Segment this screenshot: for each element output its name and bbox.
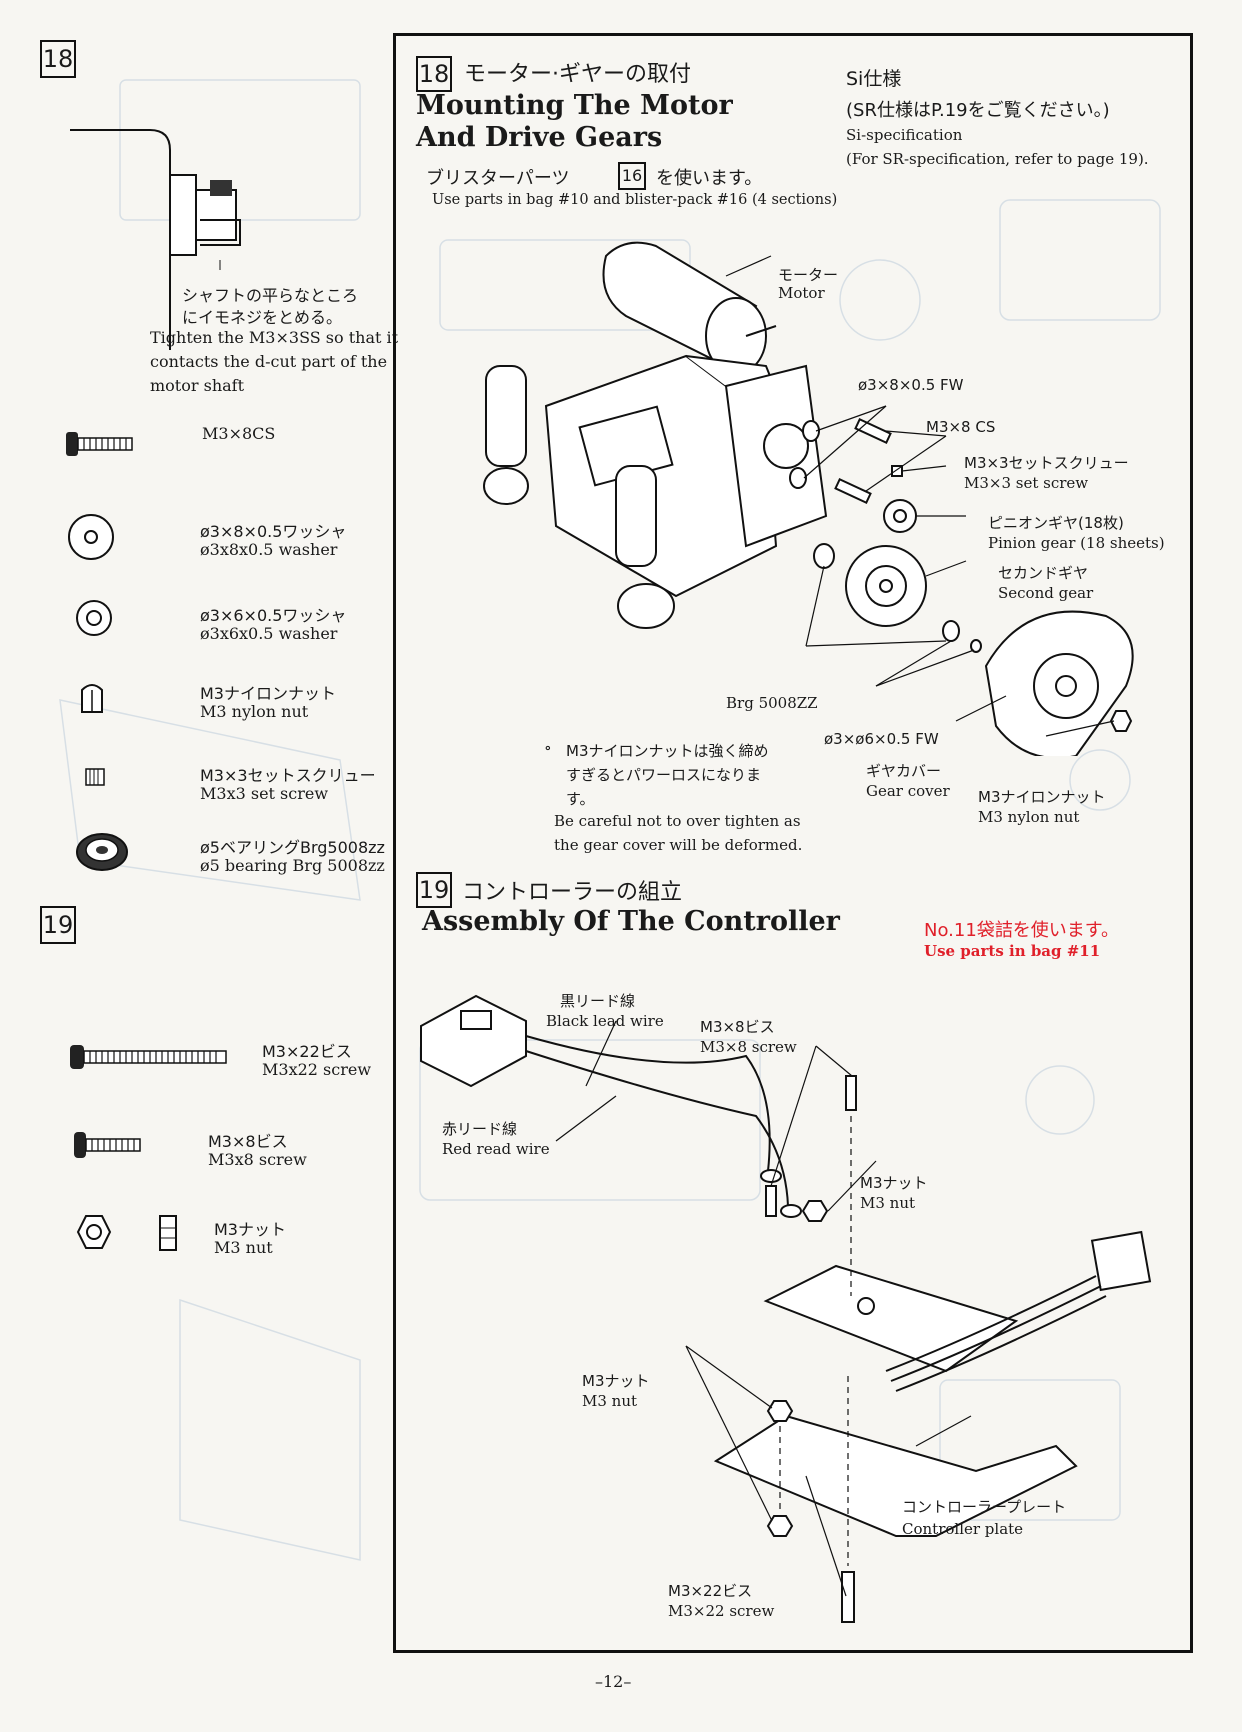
- page-number: –12–: [595, 1672, 632, 1691]
- part-label-nylon-nut-en: M3 nylon nut: [200, 702, 309, 721]
- label-plate-jp: コントローラープレート: [902, 1498, 1067, 1516]
- bag-11-jp: No.11袋詰を使います。: [924, 920, 1119, 941]
- instruction-panel: 18 モーター·ギヤーの取付 Mounting The Motor And Dr…: [393, 33, 1193, 1653]
- label-nut-1-jp: M3ナット: [860, 1174, 928, 1192]
- blister-number-box: 16: [618, 162, 646, 190]
- blister-jp-pre: ブリスターパーツ: [426, 168, 570, 189]
- step-18-title-jp: モーター·ギヤーの取付: [464, 62, 691, 87]
- label-second-gear-en: Second gear: [998, 584, 1094, 602]
- countersunk-screw-icon: [66, 432, 133, 456]
- part-label-screw22-en: M3x22 screw: [262, 1060, 372, 1079]
- label-fw-8: ø3×8×0.5 FW: [858, 376, 964, 394]
- label-setscrew-jp: M3×3セットスクリュー: [964, 454, 1129, 472]
- step-18-box: 18: [416, 56, 452, 92]
- shaft-note-en-1: Tighten the M3×3SS so that it: [150, 328, 399, 347]
- label-second-gear-jp: セカンドギヤ: [998, 564, 1089, 582]
- part-label-washer6-jp: ø3×6×0.5ワッシャ: [200, 606, 347, 625]
- part-label-nylon-nut-jp: M3ナイロンナット: [200, 684, 336, 703]
- bag-11-en: Use parts in bag #11: [924, 942, 1101, 960]
- label-gear-cover-jp: ギヤカバー: [866, 762, 942, 780]
- label-plate-en: Controller plate: [902, 1520, 1024, 1538]
- part-label-nut-jp: M3ナット: [214, 1220, 286, 1239]
- label-red-wire-en: Red read wire: [442, 1140, 550, 1158]
- caution-en-2: the gear cover will be deformed.: [554, 836, 803, 854]
- screw-22-icon: [70, 1045, 227, 1069]
- washer-6-icon: [76, 600, 112, 636]
- label-screw22-en: M3×22 screw: [668, 1602, 775, 1620]
- si-en-1: Si-specification: [846, 126, 963, 144]
- label-pinion-jp: ピニオンギヤ(18枚): [988, 514, 1124, 532]
- shaft-note-jp-2: にイモネジをとめる。: [182, 308, 343, 327]
- blister-en: Use parts in bag #10 and blister-pack #1…: [432, 192, 838, 208]
- label-black-wire-jp: 黒リード線: [560, 992, 636, 1010]
- label-nut-1-en: M3 nut: [860, 1194, 916, 1212]
- step-18-title-en-2: And Drive Gears: [416, 122, 663, 153]
- label-screw8-jp: M3×8ビス: [700, 1018, 775, 1036]
- sidebar-step-19-box: 19: [40, 906, 76, 944]
- sidebar-step-18-box: 18: [40, 40, 76, 78]
- blister-jp-post: を使います。: [656, 168, 763, 189]
- step-19-title-en: Assembly Of The Controller: [422, 906, 840, 937]
- label-motor-en: Motor: [778, 284, 825, 302]
- caution-bullet: ∘: [544, 738, 552, 757]
- part-label-screw8-en: M3x8 screw: [208, 1150, 307, 1169]
- set-screw-icon: [85, 768, 105, 786]
- part-label-setscrew-en: M3x3 set screw: [200, 784, 329, 803]
- label-black-wire-en: Black lead wire: [546, 1012, 664, 1030]
- label-brg: Brg 5008ZZ: [726, 694, 818, 712]
- screw-8-icon: [74, 1132, 141, 1158]
- step-19-box: 19: [416, 872, 452, 908]
- si-title: Si仕様: [846, 68, 902, 90]
- label-nylon-nut-jp: M3ナイロンナット: [978, 788, 1106, 806]
- part-label-washer8-en: ø3x8x0.5 washer: [200, 540, 338, 559]
- nylon-nut-icon: [81, 684, 103, 713]
- label-nut-2-jp: M3ナット: [582, 1372, 650, 1390]
- bearing-icon: [76, 833, 128, 871]
- label-nut-2-en: M3 nut: [582, 1392, 638, 1410]
- label-pinion-en: Pinion gear (18 sheets): [988, 534, 1165, 552]
- caution-jp-1: M3ナイロンナットは強く締め: [566, 742, 769, 760]
- part-label-washer8-jp: ø3×8×0.5ワッシャ: [200, 522, 347, 541]
- caution-jp-2: すぎるとパワーロスになりま: [566, 766, 762, 784]
- part-label-bearing-jp: ø5ベアリングBrg5008zz: [200, 838, 385, 857]
- controller-exploded-diagram: [420, 994, 1152, 1623]
- label-screw22-jp: M3×22ビス: [668, 1582, 753, 1600]
- part-label-screw22-jp: M3×22ビス: [262, 1042, 352, 1061]
- step-19-title-jp: コントローラーの組立: [462, 880, 683, 905]
- part-label-screw8-jp: M3×8ビス: [208, 1132, 288, 1151]
- si-jp: (SR仕様はP.19をご覧ください。): [846, 100, 1110, 121]
- si-en-2: (For SR-specification, refer to page 19)…: [846, 150, 1149, 168]
- label-screw8-en: M3×8 screw: [700, 1038, 797, 1056]
- part-label-nut-en: M3 nut: [214, 1238, 273, 1257]
- part-label-setscrew-jp: M3×3セットスクリュー: [200, 766, 376, 785]
- shaft-note-jp-1: シャフトの平らなところ: [182, 286, 359, 305]
- parts-sidebar: 18 シャフトの平らなところ にイモネジをとめる。 Tighten the M3…: [40, 40, 398, 1340]
- motor-gear-exploded-diagram: [483, 241, 1134, 756]
- washer-8-icon: [68, 514, 114, 560]
- caution-en-1: Be careful not to over tighten as: [554, 812, 801, 830]
- m3-nut-icon: [76, 1215, 177, 1251]
- label-red-wire-jp: 赤リード線: [442, 1120, 518, 1138]
- shaft-detail-illustration: [70, 129, 241, 350]
- part-label-cs: M3×8CS: [202, 424, 276, 443]
- part-label-washer6-en: ø3x6x0.5 washer: [200, 624, 338, 643]
- label-nylon-nut-en: M3 nylon nut: [978, 808, 1080, 826]
- part-label-bearing-en: ø5 bearing Brg 5008zz: [200, 856, 385, 875]
- label-gear-cover-en: Gear cover: [866, 782, 950, 800]
- caution-jp-3: す。: [566, 790, 595, 808]
- shaft-note-en-2: contacts the d-cut part of the: [150, 352, 388, 371]
- label-fw-6: ø3×ø6×0.5 FW: [824, 730, 939, 748]
- step-18-title-en-1: Mounting The Motor: [416, 90, 733, 121]
- label-setscrew-en: M3×3 set screw: [964, 474, 1089, 492]
- label-cs-screw: M3×8 CS: [926, 418, 996, 436]
- label-motor-jp: モーター: [778, 266, 839, 284]
- shaft-note-en-3: motor shaft: [150, 376, 245, 395]
